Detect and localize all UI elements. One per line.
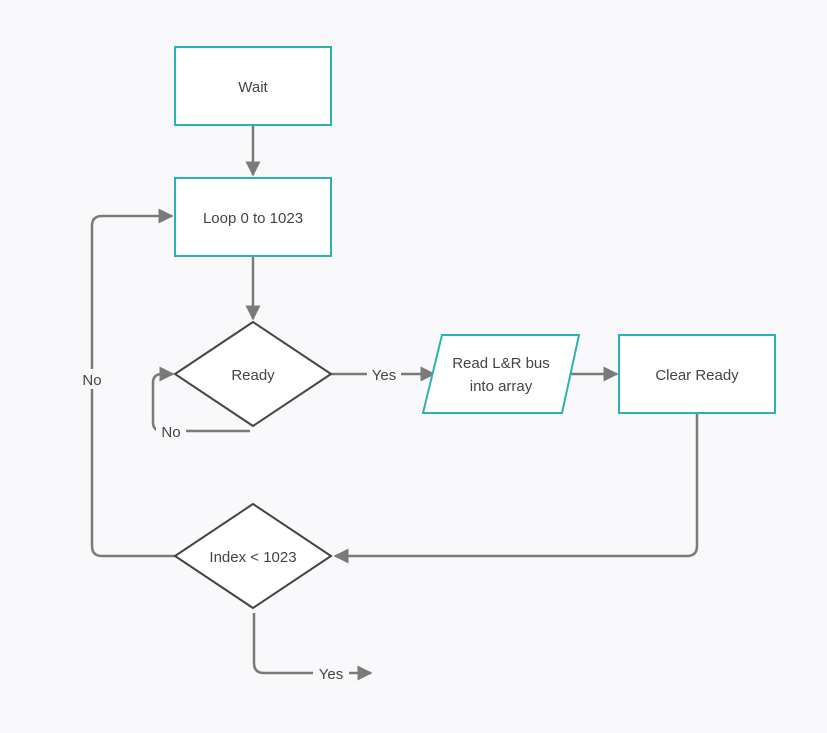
edge-label-index-no: No — [78, 369, 108, 389]
node-loop: Loop 0 to 1023 — [174, 177, 332, 257]
node-wait-label: Wait — [238, 79, 268, 96]
edge-index-yes-exit — [252, 613, 373, 681]
node-read-bus-label-line2: into array — [470, 378, 533, 395]
node-wait: Wait — [174, 46, 332, 126]
node-index-check-label: Index < 1023 — [209, 549, 296, 566]
edge-label-index-yes: Yes — [313, 663, 349, 683]
edge-label-ready-yes-text: Yes — [372, 367, 396, 384]
edge-clear-to-index — [333, 413, 699, 564]
node-index-check: Index < 1023 — [173, 502, 333, 610]
edge-label-index-no-text: No — [82, 372, 101, 389]
edge-label-ready-no-text: No — [161, 424, 180, 441]
node-clear-ready: Clear Ready — [618, 334, 776, 414]
node-clear-ready-label: Clear Ready — [655, 367, 739, 384]
edge-label-ready-yes: Yes — [367, 364, 401, 384]
edge-label-index-yes-text: Yes — [319, 666, 343, 683]
node-read-bus-label-line1: Read L&R bus — [452, 355, 550, 372]
node-ready: Ready — [173, 320, 333, 428]
node-ready-label: Ready — [231, 367, 275, 384]
edge-label-ready-no: No — [156, 421, 186, 441]
node-loop-label: Loop 0 to 1023 — [203, 210, 303, 227]
node-read-bus: Read L&R bus into array — [421, 334, 581, 414]
